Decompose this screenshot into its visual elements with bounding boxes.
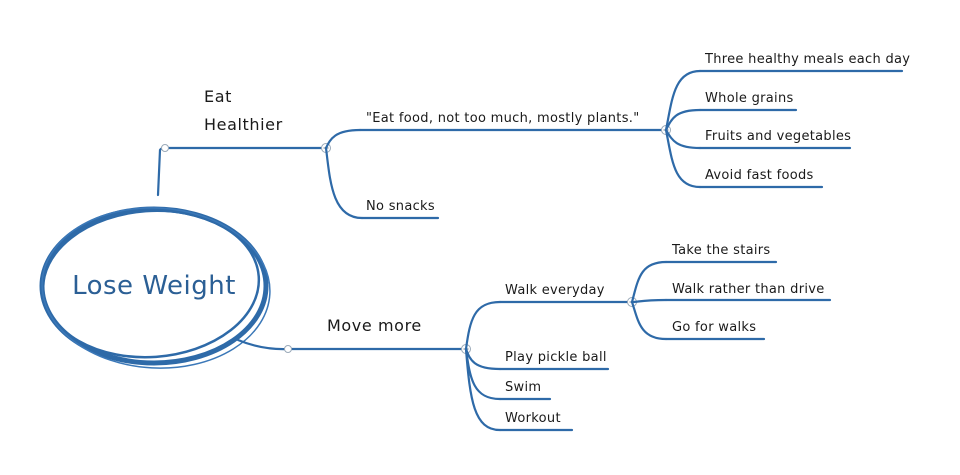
- edge-center-eat: [156, 146, 167, 197]
- node-walk-everyday-label: Walk everyday: [505, 283, 605, 298]
- node-no-snacks[interactable]: No snacks: [360, 199, 440, 220]
- edge-eat-nosnacks: [324, 146, 364, 220]
- branch-eat-label-line2: Healthier: [204, 115, 283, 134]
- node-play-pickle-ball[interactable]: Play pickle ball: [498, 350, 610, 371]
- branch-eat-joint: [161, 144, 169, 152]
- node-swim-label: Swim: [505, 380, 541, 395]
- edge-walk-stairs: [630, 260, 668, 304]
- node-whole-grains[interactable]: Whole grains: [698, 91, 798, 112]
- branch-move-joint: [284, 345, 292, 353]
- edge-move-walk: [464, 300, 502, 351]
- branch-eat-healthier[interactable]: Eat Healthier: [161, 87, 331, 153]
- node-quote-label: "Eat food, not too much, mostly plants.": [366, 111, 639, 126]
- edge-walk-gowalks: [630, 300, 668, 341]
- node-fruits-vegetables-label: Fruits and vegetables: [705, 129, 851, 144]
- branch-move-label: Move more: [327, 316, 422, 335]
- edge-quote-fruits: [664, 128, 702, 150]
- node-walk-rather-than-drive-label: Walk rather than drive: [672, 282, 825, 297]
- node-walk-everyday[interactable]: Walk everyday: [498, 283, 637, 307]
- central-node[interactable]: Lose Weight: [38, 202, 274, 374]
- node-workout-label: Workout: [505, 411, 561, 426]
- edge-quote-fastfood: [664, 128, 702, 189]
- node-fruits-vegetables[interactable]: Fruits and vegetables: [698, 129, 852, 150]
- node-avoid-fast-foods[interactable]: Avoid fast foods: [698, 168, 824, 189]
- node-three-meals[interactable]: Three healthy meals each day: [698, 52, 910, 73]
- edge-quote-meals: [664, 69, 702, 132]
- node-play-pickle-ball-label: Play pickle ball: [505, 350, 607, 365]
- node-no-snacks-label: No snacks: [366, 199, 435, 214]
- edge-walk-drive: [630, 298, 668, 304]
- edge-move-workout: [464, 347, 502, 432]
- node-whole-grains-label: Whole grains: [705, 91, 794, 106]
- edge-center-move: [236, 338, 290, 351]
- node-three-meals-label: Three healthy meals each day: [704, 52, 910, 67]
- edge-eat-quote: [324, 128, 362, 150]
- branch-eat-label-line1: Eat: [204, 87, 232, 106]
- node-quote[interactable]: "Eat food, not too much, mostly plants.": [358, 111, 671, 135]
- node-workout[interactable]: Workout: [498, 411, 574, 432]
- edge-quote-grains: [664, 108, 702, 132]
- node-go-for-walks[interactable]: Go for walks: [664, 320, 766, 341]
- branch-move-more[interactable]: Move more: [284, 316, 471, 354]
- node-walk-rather-than-drive[interactable]: Walk rather than drive: [664, 282, 832, 302]
- central-node-label: Lose Weight: [72, 271, 236, 301]
- node-avoid-fast-foods-label: Avoid fast foods: [705, 168, 814, 183]
- edge-move-pickle: [464, 347, 502, 371]
- node-take-stairs-label: Take the stairs: [671, 243, 770, 258]
- node-go-for-walks-label: Go for walks: [672, 320, 756, 335]
- node-take-stairs[interactable]: Take the stairs: [664, 243, 778, 264]
- node-swim[interactable]: Swim: [498, 380, 552, 401]
